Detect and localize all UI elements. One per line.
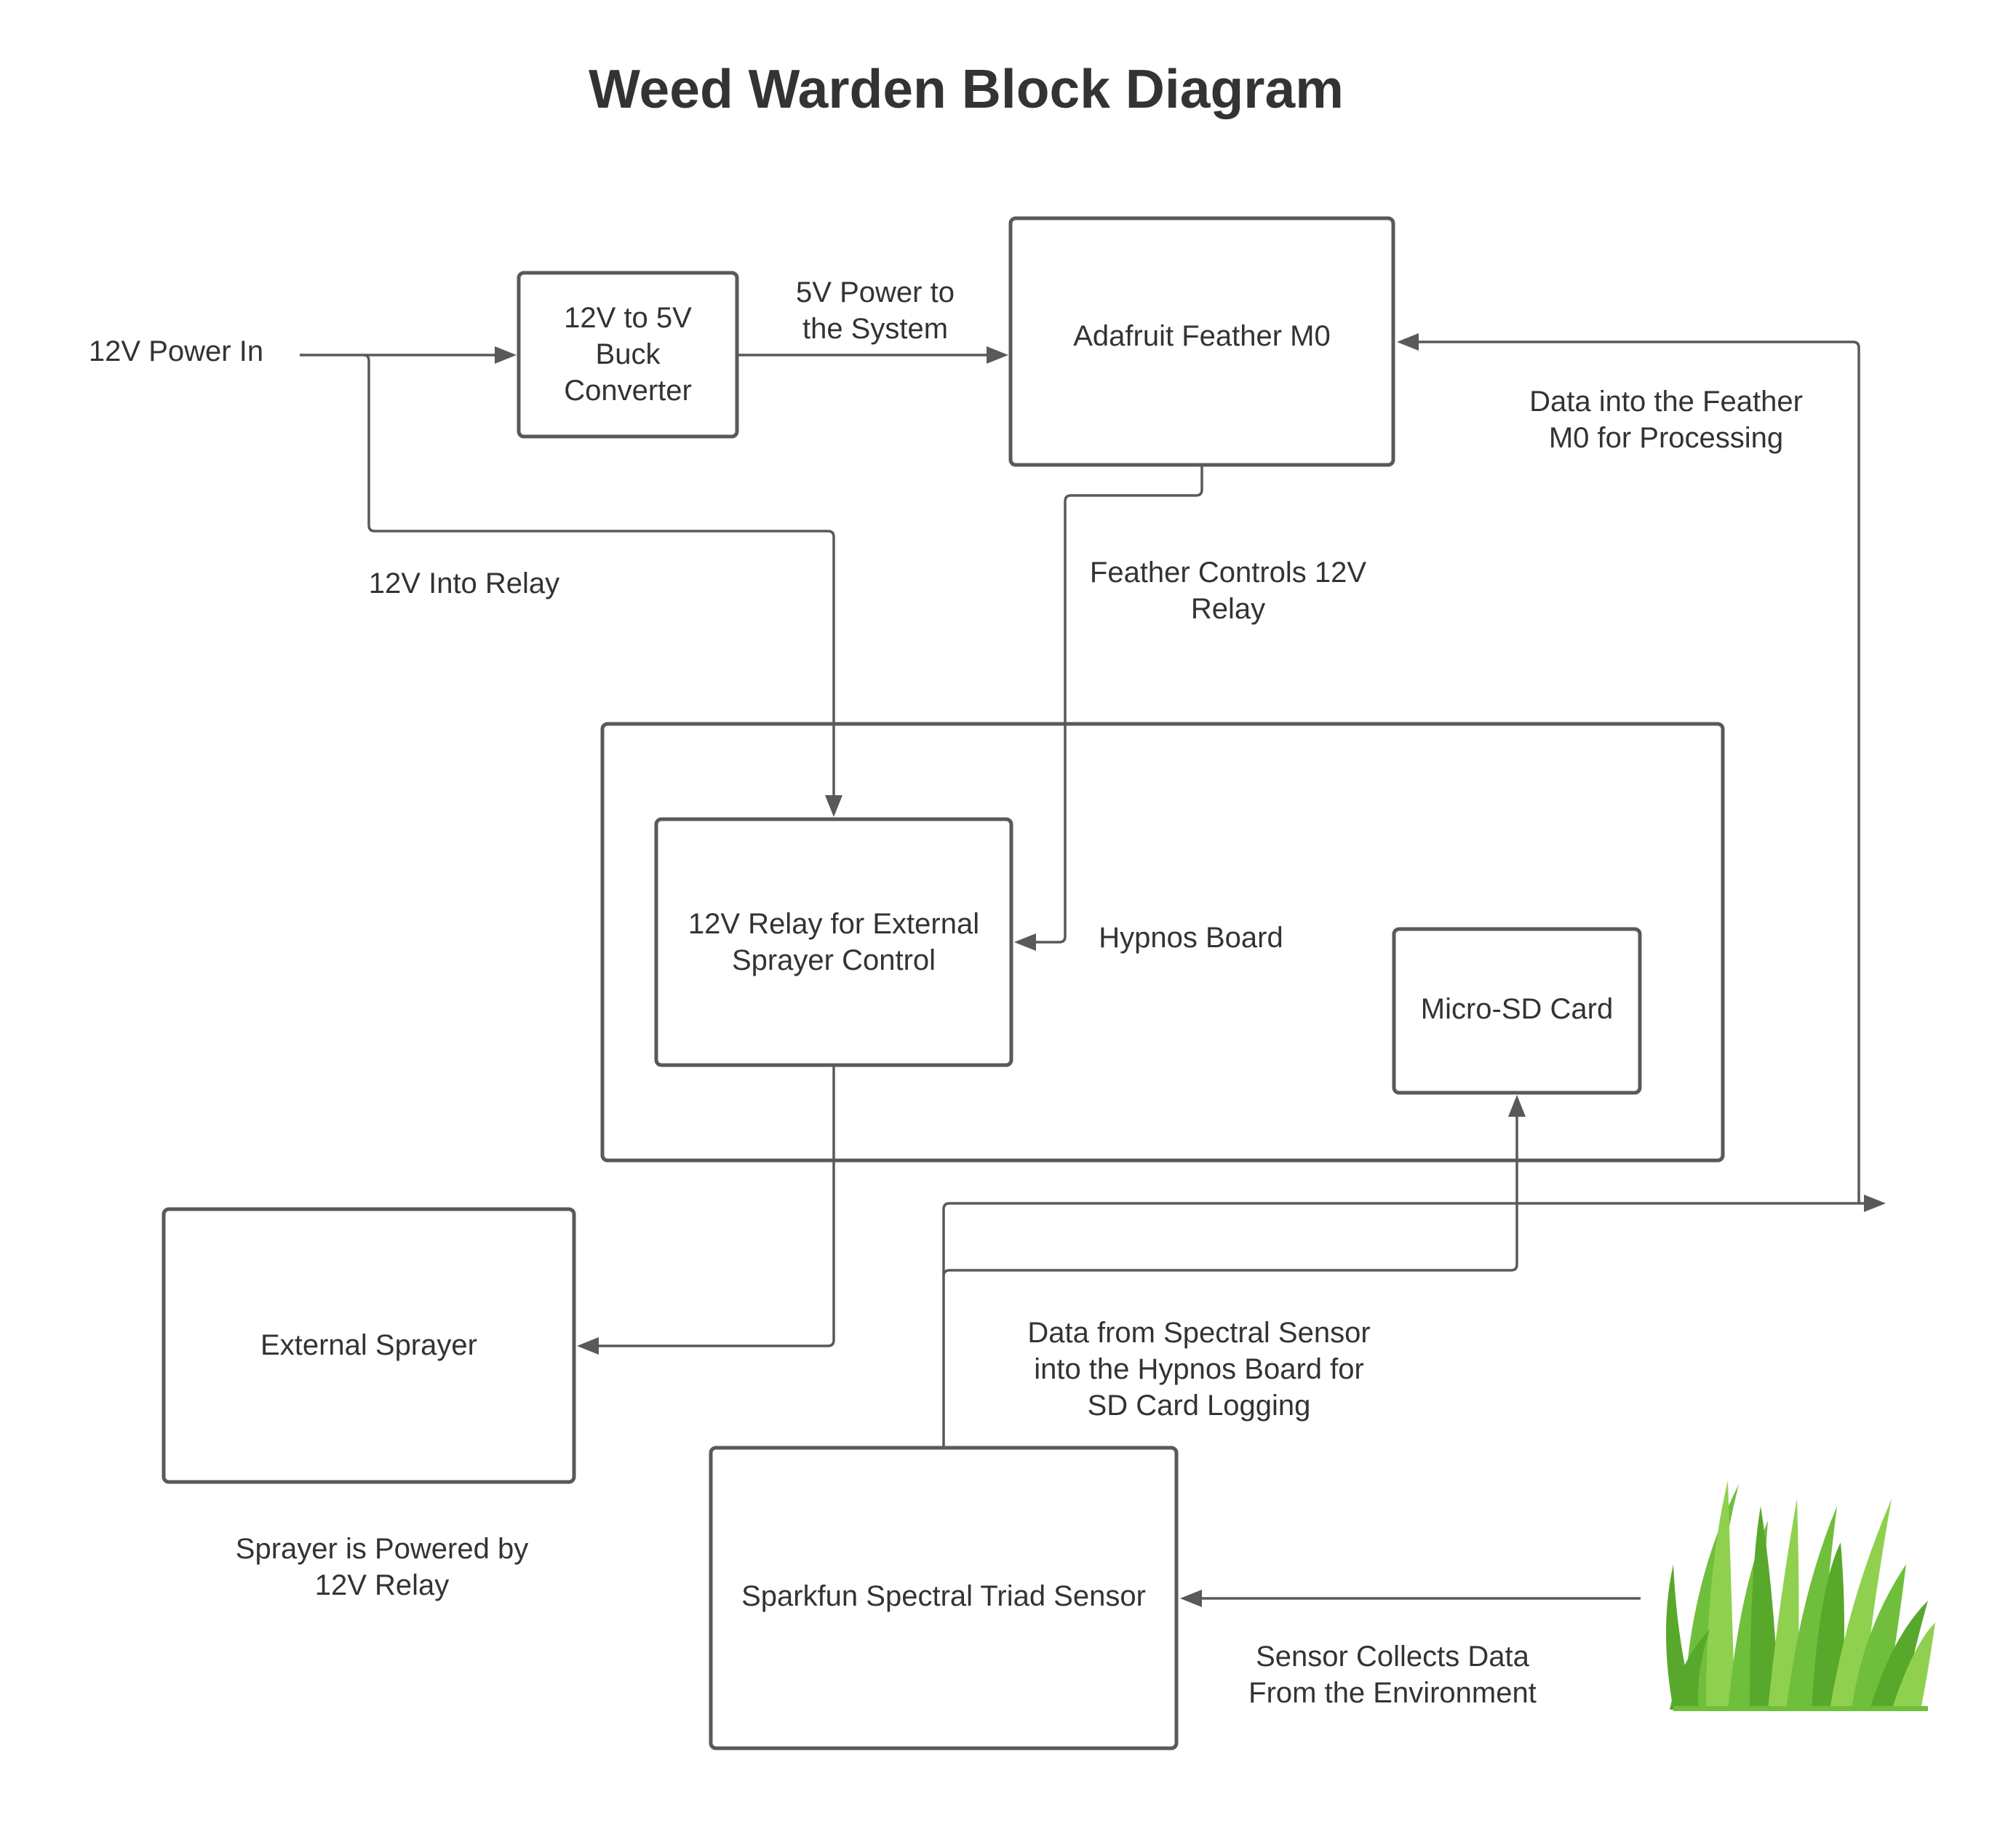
- label-12v-power-in: 12V Power In: [89, 335, 263, 367]
- connector-feather-to-relay: [1014, 465, 1203, 951]
- connector-relay-to-sprayer: [577, 1065, 835, 1355]
- label-sensor-collects-line: From the Environment: [1248, 1677, 1537, 1709]
- buck-converter-label-line: Buck: [596, 338, 661, 370]
- relay-label-line: 12V Relay for External: [688, 908, 979, 940]
- connector-environment-to-sensor: [1180, 1590, 1641, 1607]
- sensor-label: Sparkfun Spectral Triad Sensor: [741, 1580, 1146, 1612]
- label-data-into-feather-line: M0 for Processing: [1549, 422, 1783, 454]
- feather-label-line: Adafruit Feather M0: [1073, 320, 1331, 352]
- hypnos-label: Hypnos Board: [1099, 922, 1283, 954]
- label-data-from-sensor-line: SD Card Logging: [1088, 1390, 1311, 1422]
- label-data-from-sensor-line: into the Hypnos Board for: [1034, 1353, 1364, 1385]
- sprayer-label-line: External Sprayer: [260, 1329, 477, 1361]
- relay-label-line: Sprayer Control: [732, 944, 936, 976]
- label-data-into-feather: Data into the Feather M0 for Processing: [1529, 386, 1803, 454]
- sprayer-label: External Sprayer: [260, 1329, 477, 1361]
- sensor-label-line: Sparkfun Spectral Triad Sensor: [741, 1580, 1146, 1612]
- buck-converter-label-line: Converter: [564, 375, 692, 407]
- label-sprayer-powered: Sprayer is Powered by 12V Relay: [236, 1533, 528, 1601]
- block-feather-m0: Adafruit Feather M0: [1008, 216, 1395, 467]
- diagram-title: Weed Warden Block Diagram: [589, 58, 1344, 119]
- block-spectral-sensor: Sparkfun Spectral Triad Sensor: [709, 1446, 1179, 1750]
- label-feather-controls-relay-line: Relay: [1191, 593, 1265, 625]
- label-12v-power-in-line: 12V Power In: [89, 335, 263, 367]
- sd-card-label: Micro-SD Card: [1421, 993, 1613, 1025]
- label-data-from-sensor-line: Data from Spectral Sensor: [1027, 1317, 1370, 1349]
- feather-label: Adafruit Feather M0: [1073, 320, 1331, 352]
- buck-converter-label-line: 12V to 5V: [564, 302, 692, 334]
- block-micro-sd: Micro-SD Card: [1392, 927, 1642, 1095]
- connector-buck-to-feather: [737, 346, 1008, 364]
- connector-power-to-relay: [363, 354, 842, 817]
- label-sprayer-powered-line: Sprayer is Powered by: [236, 1533, 528, 1565]
- label-12v-into-relay: 12V Into Relay: [369, 567, 559, 599]
- label-feather-controls-relay-line: Feather Controls 12V: [1090, 557, 1367, 589]
- label-sensor-collects-line: Sensor Collects Data: [1256, 1641, 1529, 1673]
- block-external-sprayer: External Sprayer: [162, 1207, 576, 1484]
- label-5v-power-line: the System: [802, 313, 948, 345]
- connector-sensor-to-sd: [942, 1095, 1526, 1277]
- label-sprayer-powered-line: 12V Relay: [315, 1569, 450, 1601]
- hypnos-label-line: Hypnos Board: [1099, 922, 1283, 954]
- label-5v-power-line: 5V Power to: [796, 276, 955, 308]
- connector-power-to-buck: [300, 346, 517, 364]
- label-feather-controls-relay: Feather Controls 12V Relay: [1090, 557, 1367, 625]
- label-data-into-feather-line: Data into the Feather: [1529, 386, 1803, 418]
- label-12v-into-relay-line: 12V Into Relay: [369, 567, 559, 599]
- connector-branch-stub-arrow: [1859, 1195, 1886, 1212]
- grass-icon: [1666, 1481, 1935, 1711]
- sd-card-label-line: Micro-SD Card: [1421, 993, 1613, 1025]
- label-data-from-sensor: Data from Spectral Sensor into the Hypnos…: [1027, 1317, 1370, 1422]
- label-5v-power: 5V Power to the System: [796, 276, 955, 345]
